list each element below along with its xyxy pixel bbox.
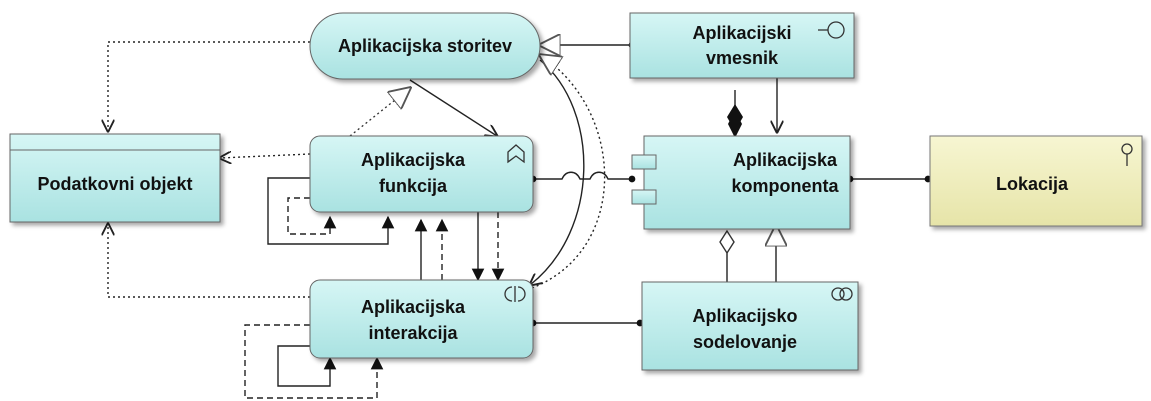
location-label: Lokacija xyxy=(996,174,1069,194)
node-application-collaboration[interactable]: Aplikacijsko sodelovanje xyxy=(641,281,859,371)
access-function-data xyxy=(220,154,311,158)
component-icon-tab-2 xyxy=(631,189,657,205)
node-application-service[interactable]: Aplikacijska storitev xyxy=(309,12,541,80)
component-icon xyxy=(631,154,657,170)
component-label-line2: komponenta xyxy=(731,176,839,196)
realize-function-service xyxy=(349,88,410,137)
node-application-interaction[interactable]: Aplikacijska interakcija xyxy=(309,279,534,359)
function-icon xyxy=(507,144,525,164)
interaction-self-loop-outer xyxy=(244,324,384,399)
function-self-loop-outer xyxy=(267,177,395,245)
collaboration-label-line2: sodelovanje xyxy=(693,332,797,352)
node-data-object[interactable]: Podatkovni objekt xyxy=(9,133,221,223)
connectors xyxy=(108,41,932,399)
interaction-label-line2: interakcija xyxy=(368,323,458,343)
data-object-label: Podatkovni objekt xyxy=(37,174,192,194)
node-application-function[interactable]: Aplikacijska funkcija xyxy=(309,135,534,213)
collaboration-icon xyxy=(831,287,853,301)
access-interaction-data xyxy=(108,224,310,298)
realize-interaction-service xyxy=(531,55,606,289)
function-label-line2: funkcija xyxy=(379,176,448,196)
access-service-data xyxy=(108,41,310,131)
function-self-loop-inner xyxy=(287,197,337,235)
interface-label-line1: Aplikacijski xyxy=(692,23,791,43)
function-label-line1: Aplikacijska xyxy=(361,150,466,170)
aggregation-diamond xyxy=(719,229,735,255)
interaction-icon xyxy=(504,286,526,302)
usedby-service-interaction xyxy=(530,59,585,285)
composition-diamond xyxy=(727,104,743,131)
interaction-self-loop-inner xyxy=(277,345,337,387)
node-application-component[interactable]: Aplikacijska komponenta xyxy=(631,135,851,230)
location-pin-icon xyxy=(1121,143,1133,166)
interface-icon xyxy=(818,21,845,39)
usedby-service-function xyxy=(409,79,497,136)
collaboration-label-line1: Aplikacijsko xyxy=(692,306,797,326)
component-label-line1: Aplikacijska xyxy=(733,150,838,170)
assign-component-function xyxy=(529,171,636,183)
node-location[interactable]: Lokacija xyxy=(929,135,1143,227)
service-label: Aplikacijska storitev xyxy=(338,36,512,56)
interface-label-line2: vmesnik xyxy=(706,48,779,68)
node-application-interface[interactable]: Aplikacijski vmesnik xyxy=(629,12,855,79)
interaction-label-line1: Aplikacijska xyxy=(361,297,466,317)
